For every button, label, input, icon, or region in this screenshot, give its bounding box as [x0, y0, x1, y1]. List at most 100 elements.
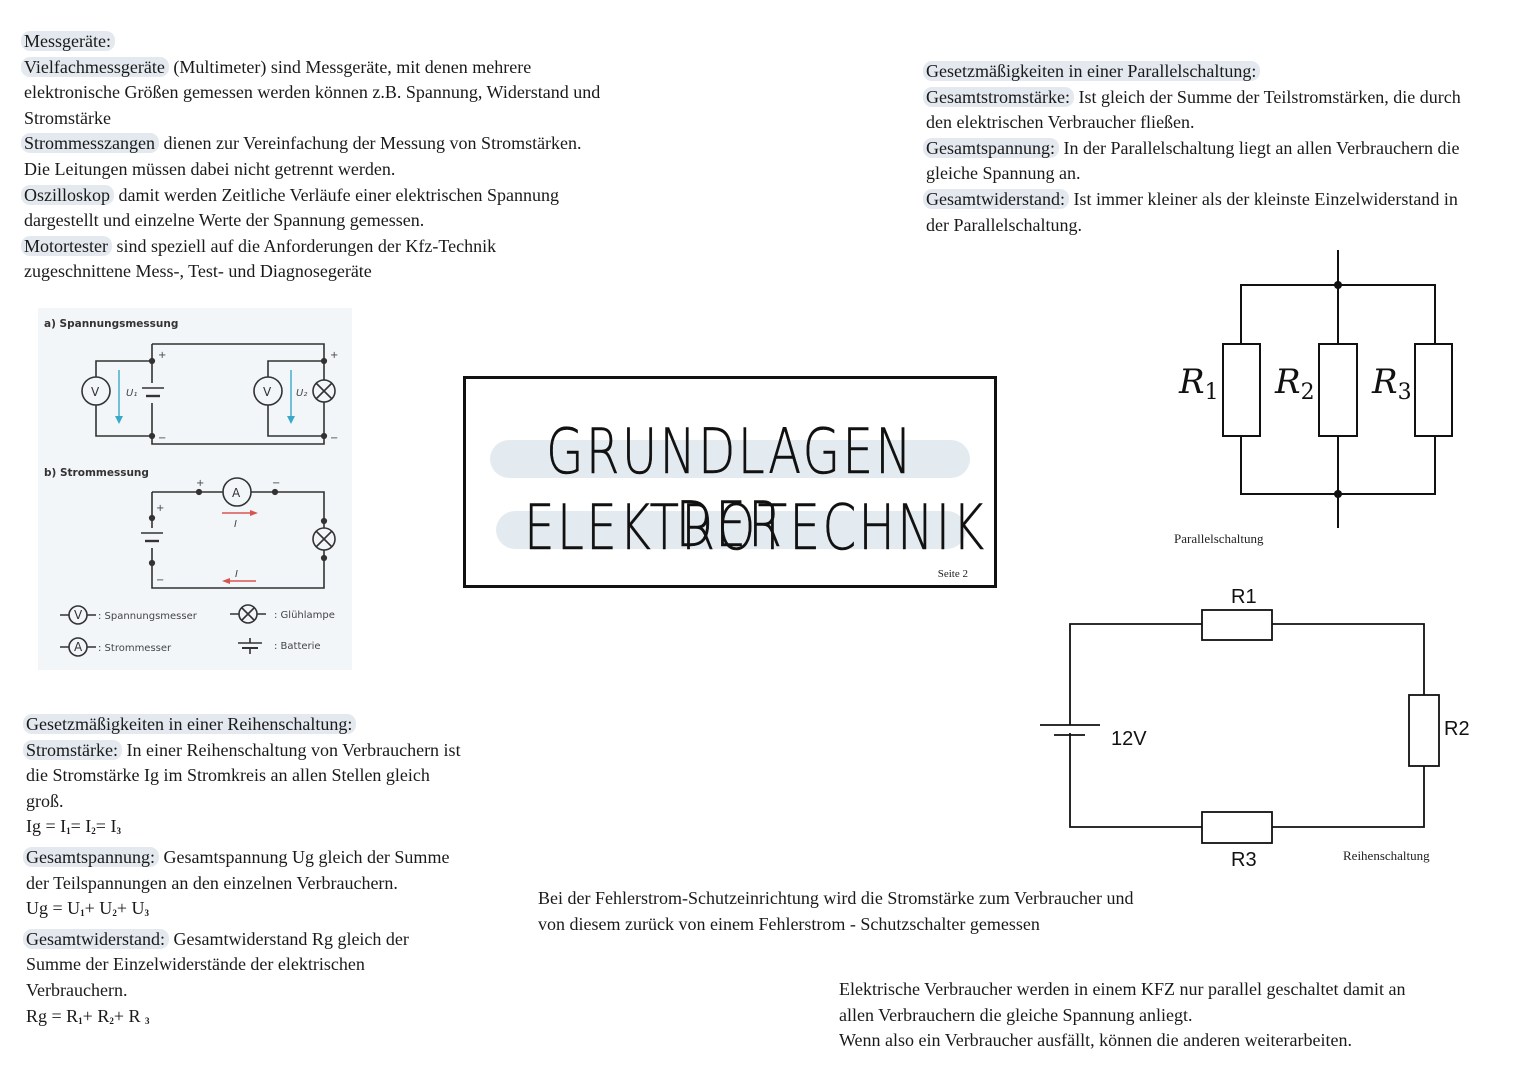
r3-label: R3: [1231, 849, 1257, 871]
ammeter-icon: [222, 477, 252, 507]
legend-ammeter: : Strommesser: [98, 643, 172, 654]
text-line: den elektrischen Verbraucher fließen.: [926, 112, 1195, 133]
text-line: die Stromstärke Ig im Stromkreis an alle…: [26, 765, 430, 786]
voltage-measurement-circuit: V U₁ V U₂ + − + −: [81, 343, 338, 445]
measurement-circuits-figure: a) Spannungsmessung V U₁ V U₂: [38, 308, 352, 670]
section-heading: Gesetzmäßigkeiten in einer Parallelschal…: [923, 61, 1261, 81]
term-multimeter: Vielfachmessgeräte: [21, 56, 169, 77]
text-line: dienen zur Vereinfachung der Messung von…: [158, 133, 582, 154]
text-line: Gesamtwiderstand Rg gleich der: [168, 928, 409, 949]
term-clamp-meter: Strommesszangen: [21, 133, 159, 154]
text-line: gleiche Spannung an.: [926, 163, 1081, 184]
r2-label: R2: [1274, 362, 1315, 405]
text-line: Elektrische Verbraucher werden in einem …: [839, 979, 1406, 999]
term-total-voltage: Gesamtspannung:: [23, 846, 159, 867]
voltmeter-icon: [68, 605, 88, 625]
r2-label: R2: [1444, 718, 1470, 740]
legend-voltmeter: : Spannungsmesser: [98, 611, 198, 622]
term-engine-tester: Motortester: [21, 235, 112, 256]
title-card: GRUNDLAGEN DER ELEKTROTECHNIK Seite 2: [463, 376, 997, 588]
title-highlight-band: [496, 511, 966, 549]
text-line: Verbrauchern.: [26, 979, 128, 1000]
minus-sign: −: [156, 575, 164, 586]
figure-legend: V : Spannungsmesser A : Strommesser : Gl…: [60, 604, 335, 657]
plus-sign: +: [196, 478, 204, 489]
parallel-caption: Parallelschaltung: [1174, 531, 1264, 546]
plus-sign: +: [156, 503, 164, 514]
section-heading: Messgeräte:: [21, 31, 115, 51]
text-line: von diesem zurück von einem Fehlerstrom …: [538, 913, 1040, 934]
voltmeter-symbol: V: [263, 385, 272, 399]
text-line: Wenn also ein Verbraucher ausfällt, könn…: [839, 1030, 1352, 1051]
resistor-r3: [1201, 811, 1273, 844]
page-number: Seite 2: [937, 568, 968, 580]
plus-sign: +: [330, 350, 338, 361]
ammeter-symbol: A: [74, 640, 83, 654]
resistor-r3: [1414, 343, 1453, 437]
parallel-circuit-diagram: R1 R2 R3 Parallelschaltung: [1174, 250, 1453, 546]
voltmeter-symbol: V: [74, 608, 83, 622]
text-line: der Teilspannungen an den einzelnen Verb…: [26, 872, 398, 893]
voltmeter-icon: [253, 376, 283, 406]
current-label: I: [234, 519, 237, 530]
figure-label-current-measurement: b) Strommessung: [44, 467, 149, 479]
resistor-r2: [1318, 343, 1358, 437]
title-line-2: ELEKTROTECHNIK: [524, 491, 987, 565]
junction-node: [1334, 490, 1342, 498]
r1-label: R1: [1231, 586, 1257, 608]
plus-sign: +: [158, 350, 166, 361]
text-line: elektronische Größen gemessen werden kön…: [24, 82, 601, 103]
text-line: Summe der Einzelwiderstände der elektris…: [26, 954, 365, 975]
resistor-r1: [1222, 343, 1261, 437]
text-line: In einer Reihenschaltung von Verbraucher…: [122, 739, 461, 760]
current-measurement-circuit: A + − + − I I: [141, 477, 336, 589]
minus-sign: −: [272, 478, 280, 489]
text-line: der Parallelschaltung.: [926, 214, 1082, 235]
term-oscilloscope: Oszilloskop: [21, 184, 115, 205]
measurement-devices-section: Messgeräte: Vielfachmessgeräte (Multimet…: [21, 29, 601, 285]
minus-sign: −: [330, 433, 338, 444]
minus-sign: −: [158, 433, 166, 444]
text-line: dargestellt und einzelne Werte der Spann…: [24, 210, 425, 231]
series-circuit-diagram: R1 R2 R3 12V Reihenschaltung: [1040, 586, 1470, 871]
parallel-rules-section: Gesetzmäßigkeiten in einer Parallelschal…: [923, 59, 1461, 238]
term-total-current: Gesamtstromstärke:: [923, 86, 1074, 107]
ammeter-symbol: A: [232, 486, 241, 500]
u1-label: U₁: [126, 388, 137, 399]
series-rules-section: Gesetzmäßigkeiten in einer Reihenschaltu…: [23, 712, 461, 1034]
title-highlight-band: [490, 440, 970, 478]
text-line: groß.: [26, 790, 64, 811]
junction-node: [1334, 281, 1342, 289]
legend-battery: : Batterie: [274, 641, 321, 652]
text-line: zugeschnittene Mess-, Test- und Diagnose…: [24, 261, 372, 282]
text-line: Bei der Fehlerstrom-Schutzeinrichtung wi…: [538, 888, 1134, 908]
term-total-resistance: Gesamtwiderstand:: [923, 188, 1069, 209]
text-line: sind speziell auf die Anforderungen der …: [111, 235, 497, 256]
text-line: Gesamtspannung Ug gleich der Summe: [158, 846, 450, 867]
kfz-note: Elektrische Verbraucher werden in einem …: [839, 977, 1405, 1054]
text-line: allen Verbrauchern die gleiche Spannung …: [839, 1004, 1193, 1025]
resistor-r1: [1201, 609, 1273, 641]
text-line: Ist immer kleiner als der kleinste Einze…: [1068, 188, 1458, 209]
section-heading: Gesetzmäßigkeiten in einer Reihenschaltu…: [23, 714, 357, 734]
term-current: Stromstärke:: [23, 739, 122, 760]
r1-label: R1: [1178, 362, 1219, 405]
figure-label-voltage-measurement: a) Spannungsmessung: [44, 318, 178, 330]
title-line-1: GRUNDLAGEN DER: [546, 415, 914, 562]
legend-lamp: : Glühlampe: [274, 610, 335, 621]
series-caption: Reihenschaltung: [1343, 848, 1430, 863]
u2-label: U₂: [296, 388, 307, 399]
current-formula: Ig = I1= I2= I3: [26, 816, 121, 837]
text-line: Stromstärke: [24, 107, 111, 128]
text-line: In der Parallelschaltung liegt an allen …: [1058, 137, 1460, 158]
r3-label: R3: [1371, 362, 1412, 405]
text-line: (Multimeter) sind Messgeräte, mit denen …: [168, 56, 532, 77]
ammeter-icon: [68, 637, 88, 657]
resistor-r2: [1408, 694, 1440, 767]
voltage-formula: Ug = U1+ U2+ U3: [26, 898, 149, 919]
voltmeter-symbol: V: [91, 385, 100, 399]
rcd-note: Bei der Fehlerstrom-Schutzeinrichtung wi…: [538, 886, 1134, 937]
resistance-formula: Rg = R1+ R2+ R 3: [26, 1005, 150, 1026]
text-line: Die Leitungen müssen dabei nicht getrenn…: [24, 158, 396, 179]
term-total-voltage: Gesamtspannung:: [923, 137, 1059, 158]
